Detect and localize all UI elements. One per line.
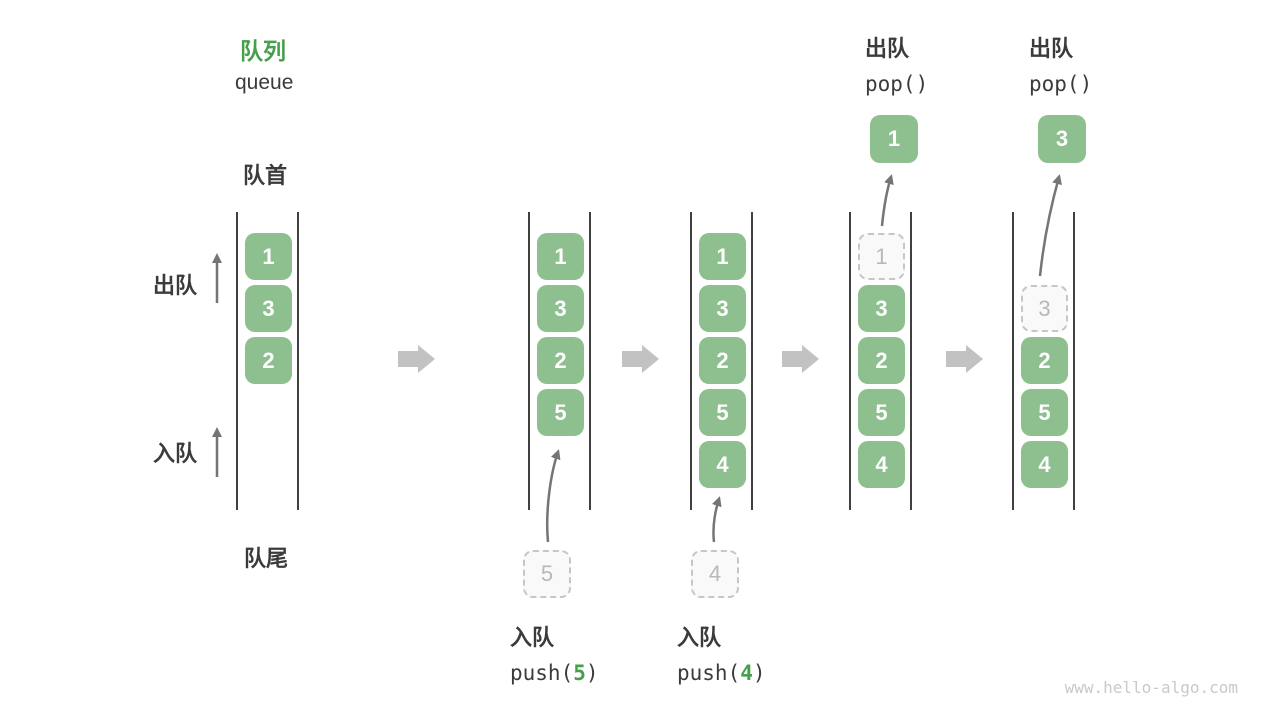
queue-cell: 5 [1021,389,1068,436]
queue-state-5: 3 2 5 4 [1012,212,1075,510]
code-arg: 4 [740,661,753,685]
push-callout-label: 入队 [510,625,555,650]
queue-state-3: 1 3 2 5 4 [690,212,753,510]
pop-callout-label: 出队 [865,36,910,61]
queue-cell: 3 [245,285,292,332]
popped-value-box: 3 [1038,115,1086,163]
queue-cell: 1 [537,233,584,280]
watermark: www.hello-algo.com [1064,678,1238,697]
queue-cell: 5 [537,389,584,436]
front-label: 队首 [243,163,288,188]
pop-callout-code: pop() [1029,72,1093,96]
queue-state-4: 1 3 2 5 4 [849,212,912,510]
queue-cell: 1 [245,233,292,280]
queue-cell: 2 [858,337,905,384]
dequeue-label: 出队 [153,273,198,298]
queue-state-2: 1 3 2 5 [528,212,591,510]
code-fn: push( [677,661,741,685]
queue-cell: 4 [699,441,746,488]
queue-state-1: 1 3 2 [236,212,299,510]
queue-cell: 2 [699,337,746,384]
queue-cell: 3 [858,285,905,332]
enqueue-label: 入队 [153,441,198,466]
queue-cell: 5 [699,389,746,436]
rear-label: 队尾 [244,546,289,571]
queue-cell: 3 [537,285,584,332]
queue-cell: 4 [1021,441,1068,488]
flow-arrow-icon [782,345,819,373]
queue-cell: 1 [699,233,746,280]
code-arg: 5 [573,661,586,685]
queue-cell: 5 [858,389,905,436]
diagram-subtitle: queue [235,71,294,94]
queue-cell-ghost: 1 [858,233,905,280]
code-fn: push( [510,661,574,685]
code-close: ) [752,661,766,685]
queue-cell-ghost: 3 [1021,285,1068,332]
pop-callout-label: 出队 [1029,36,1074,61]
code-close: ) [585,661,599,685]
enqueue-source-box: 5 [523,550,571,598]
queue-cell: 2 [245,337,292,384]
flow-arrow-icon [398,345,435,373]
enqueue-source-box: 4 [691,550,739,598]
queue-cell: 3 [699,285,746,332]
flow-arrow-icon [946,345,983,373]
push-callout-code: push(5) [510,661,599,685]
queue-cell: 4 [858,441,905,488]
popped-value-box: 1 [870,115,918,163]
pop-callout: 出队 pop() [1029,31,1092,96]
diagram-title: 队列 [240,38,286,64]
queue-cell: 2 [1021,337,1068,384]
pop-callout-code: pop() [865,72,929,96]
pop-callout: 出队 pop() [865,31,928,96]
queue-cell: 2 [537,337,584,384]
push-callout-label: 入队 [677,625,722,650]
flow-arrow-icon [622,345,659,373]
push-callout-code: push(4) [677,661,766,685]
push-callout: 入队 push(4) [677,620,766,685]
push-callout: 入队 push(5) [510,620,599,685]
